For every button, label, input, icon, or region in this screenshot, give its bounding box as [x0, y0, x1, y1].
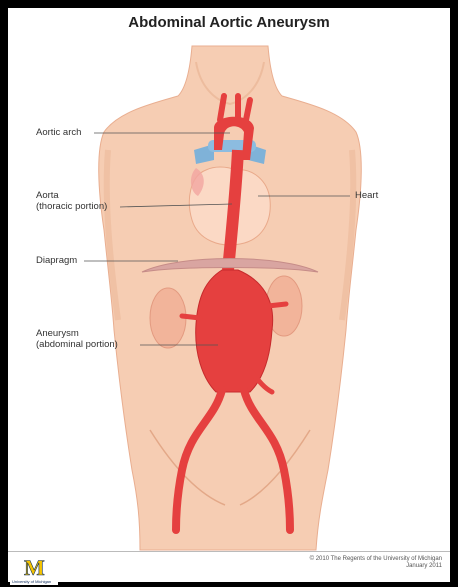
university-logo: M University of Michigan [10, 555, 58, 585]
label-aneurysm-sub: (abdominal portion) [36, 339, 118, 350]
label-aortic-arch: Aortic arch [36, 127, 81, 138]
copyright-line-1: © 2010 The Regents of the University of … [310, 556, 442, 563]
page-title: Abdominal Aortic Aneurysm [0, 14, 458, 31]
label-aorta-sub: (thoracic portion) [36, 201, 107, 212]
label-aorta: Aorta [36, 190, 59, 201]
copyright-line-2: January 2011 [310, 563, 442, 570]
logo-caption: University of Michigan [12, 579, 51, 584]
footer-divider [8, 551, 450, 552]
label-heart: Heart [355, 190, 378, 201]
copyright-notice: © 2010 The Regents of the University of … [310, 556, 442, 570]
logo-letter: M [24, 555, 45, 580]
label-aneurysm: Aneurysm [36, 328, 79, 339]
aneurysm-bulge [196, 270, 273, 392]
label-diaphragm: Diapragm [36, 255, 77, 266]
